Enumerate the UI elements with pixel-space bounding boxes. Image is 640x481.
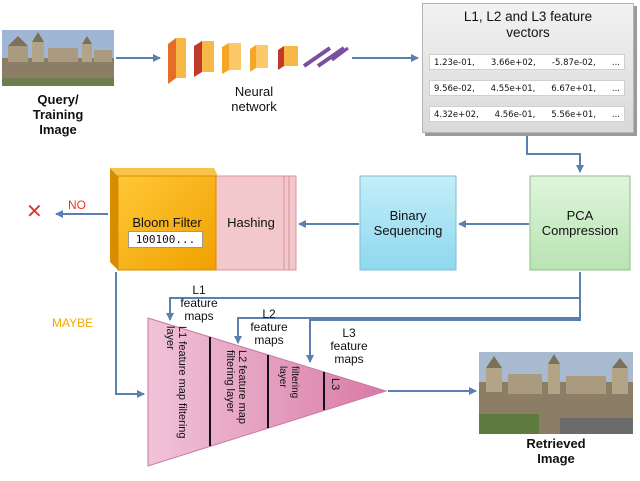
retrieved-image bbox=[479, 352, 633, 434]
arrow-maybe-to-funnel bbox=[115, 272, 145, 398]
query-caption: Query/ Training Image bbox=[8, 92, 108, 137]
query-caption-line3: Image bbox=[39, 122, 77, 137]
bloom-value: 100100... bbox=[128, 231, 203, 248]
vector-value: 4.32e+02, bbox=[434, 110, 479, 120]
l1-feature-maps-label: L1 feature maps bbox=[170, 284, 228, 323]
l2-maps-line3: maps bbox=[254, 333, 284, 347]
hashing-box bbox=[215, 175, 297, 271]
query-image bbox=[2, 30, 114, 86]
l1-maps-line1: L1 bbox=[192, 283, 206, 297]
l3-layer-short: L3 bbox=[329, 378, 341, 391]
l2-maps-line1: L2 bbox=[262, 307, 276, 321]
l2-maps-line2: feature bbox=[250, 320, 288, 334]
network-label-line2: network bbox=[231, 99, 277, 114]
l3-layer-label: filtering layer bbox=[276, 366, 300, 398]
pca-label-line1: PCA bbox=[566, 208, 594, 223]
vector-value: 3.66e+02, bbox=[490, 58, 536, 68]
network-label: Neural network bbox=[212, 84, 296, 114]
l1-layer-line2: layer bbox=[164, 326, 176, 350]
vector-ellipsis: ... bbox=[611, 58, 620, 68]
l3-layer-line3: layer bbox=[277, 366, 288, 388]
l3-maps-line2: feature bbox=[330, 339, 368, 353]
binary-label: Binary Sequencing bbox=[360, 208, 456, 238]
binary-label-line1: Binary bbox=[389, 208, 427, 223]
pca-box bbox=[529, 175, 631, 271]
no-label: NO bbox=[68, 198, 86, 212]
l1-layer-label: L1 feature map filtering layer bbox=[164, 326, 188, 439]
l3-feature-maps-label: L3 feature maps bbox=[320, 327, 378, 366]
maybe-label: MAYBE bbox=[52, 316, 94, 330]
hashing-label: Hashing bbox=[227, 215, 275, 230]
query-caption-line1: Query/ bbox=[37, 92, 79, 107]
l3-maps-line1: L3 bbox=[342, 326, 356, 340]
reject-x-icon: ✕ bbox=[26, 201, 43, 223]
arrow-pca-to-l3-maps bbox=[306, 318, 581, 363]
l3-maps-line3: maps bbox=[334, 352, 364, 366]
vector-value: 6.67e+01, bbox=[551, 84, 597, 94]
arrow-pca-to-l2-maps bbox=[234, 298, 581, 344]
l2-feature-maps-label: L2 feature maps bbox=[240, 308, 298, 347]
vector-row-1: 1.23e-01, 3.66e+02, -5.87e-02, ... bbox=[429, 54, 625, 70]
l2-layer-line1: L2 feature map bbox=[236, 350, 248, 424]
neural-network-icon bbox=[168, 38, 349, 84]
l1-maps-line2: feature bbox=[180, 296, 218, 310]
vectors-title-line2: vectors bbox=[506, 25, 550, 40]
vector-value: -5.87e-02, bbox=[551, 58, 596, 68]
bloom-filter-box bbox=[110, 168, 218, 271]
binary-box bbox=[359, 175, 457, 271]
vector-value: 5.56e+01, bbox=[551, 110, 597, 120]
pca-label-line2: Compression bbox=[541, 223, 619, 238]
l1-layer-line1: L1 feature map filtering bbox=[176, 326, 188, 439]
binary-label-line2: Sequencing bbox=[373, 223, 443, 238]
retrieved-caption: Retrieved Image bbox=[500, 436, 612, 466]
pca-label: PCA Compression bbox=[530, 208, 630, 238]
vector-value: 1.23e-01, bbox=[434, 58, 475, 68]
arrow-pca-to-l1-maps bbox=[166, 272, 581, 321]
network-label-line1: Neural bbox=[234, 84, 274, 99]
vector-value: 9.56e-02, bbox=[434, 84, 475, 94]
retrieved-caption-line1: Retrieved bbox=[526, 436, 586, 451]
bloom-label: Bloom Filter bbox=[132, 215, 202, 230]
filtering-funnel bbox=[147, 317, 388, 467]
l2-layer-line2: filtering layer bbox=[224, 350, 236, 413]
vectors-title: L1, L2 and L3 feature vectors bbox=[423, 9, 633, 41]
arrow-vectors-to-pca bbox=[526, 136, 584, 173]
retrieved-caption-line2: Image bbox=[537, 451, 575, 466]
vector-ellipsis: ... bbox=[611, 110, 620, 120]
vector-value: 4.56e-01, bbox=[494, 110, 536, 120]
vector-ellipsis: ... bbox=[611, 84, 620, 94]
vector-row-3: 4.32e+02, 4.56e-01, 5.56e+01, ... bbox=[429, 106, 625, 122]
l1-maps-line3: maps bbox=[184, 309, 214, 323]
vector-row-2: 9.56e-02, 4.55e+01, 6.67e+01, ... bbox=[429, 80, 625, 96]
feature-vectors-box: L1, L2 and L3 feature vectors 1.23e-01, … bbox=[422, 3, 634, 133]
vectors-title-line1: L1, L2 and L3 feature bbox=[463, 9, 593, 24]
query-caption-line2: Training bbox=[32, 107, 84, 122]
l2-layer-label: L2 feature map filtering layer bbox=[224, 350, 248, 424]
vector-value: 4.55e+01, bbox=[490, 84, 536, 94]
l3-layer-line2: filtering bbox=[289, 366, 300, 399]
